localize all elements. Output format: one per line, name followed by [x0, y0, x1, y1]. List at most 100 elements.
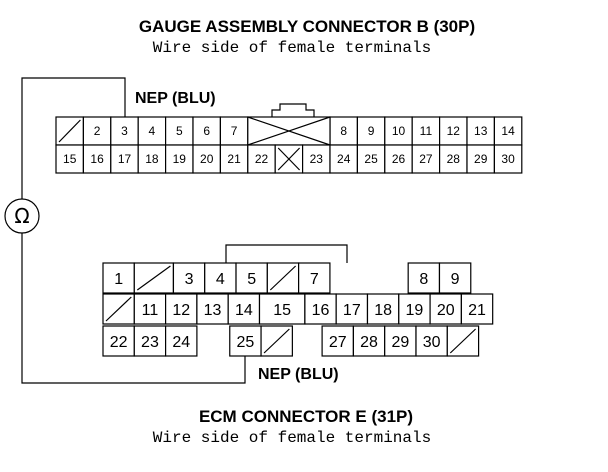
connector-b-cavity	[411, 144, 441, 174]
connector-e-cavity	[415, 325, 448, 357]
connector-e-title: ECM CONNECTOR E (31P)	[199, 407, 413, 426]
pin-number: 14	[501, 124, 515, 138]
pin-number: 13	[204, 302, 222, 319]
connector-b-cavity	[384, 144, 413, 174]
pin-number: 4	[216, 271, 225, 288]
connector-e-cavity	[165, 325, 198, 357]
pin-number: 7	[231, 124, 238, 138]
pin-number: 29	[391, 334, 409, 351]
pin-number: 29	[474, 152, 488, 166]
pin-number: 9	[368, 124, 375, 138]
upper-probe-wire	[21, 77, 126, 199]
connector-e-cavity	[196, 293, 229, 325]
connector-e-cavity	[429, 293, 462, 325]
pin-number: 15	[63, 152, 77, 166]
connector-e-cavity	[102, 325, 135, 357]
pin-number: 16	[90, 152, 104, 166]
pin-number: 11	[420, 124, 433, 138]
pin-number: 12	[172, 302, 190, 319]
pin-number: 1	[114, 271, 123, 288]
pin-number: 13	[474, 124, 488, 138]
connector-b-cavity	[110, 144, 139, 174]
connector-b-title: GAUGE ASSEMBLY CONNECTOR B (30P)	[139, 17, 475, 36]
pin-number: 26	[392, 152, 406, 166]
pin-number: 17	[118, 152, 132, 166]
pin-number: 11	[142, 302, 159, 319]
connector-e-cavity	[204, 262, 237, 294]
pin-number: 22	[110, 334, 128, 351]
connector-e-subtitle: Wire side of female terminals	[153, 429, 431, 447]
connector-e-cavity	[321, 325, 355, 357]
pin-number: 14	[235, 302, 253, 319]
connector-e-cavity	[235, 262, 268, 294]
empty-cavity-mark	[263, 328, 290, 354]
connector-e-cavity	[298, 262, 331, 294]
pin-number: 18	[145, 152, 159, 166]
connector-b-cavity	[439, 116, 468, 146]
pin-number: 28	[360, 334, 378, 351]
pin-number: 25	[237, 334, 255, 351]
pin-number: 15	[273, 302, 291, 319]
empty-cavity-mark	[136, 265, 171, 291]
connector-b-cavity	[329, 144, 358, 174]
connector-b-cavity	[137, 144, 167, 174]
connector-b-cavity	[192, 116, 221, 146]
pin-number: 20	[200, 152, 214, 166]
connector-b-cavity	[219, 144, 249, 174]
connector-b-cavity	[466, 116, 495, 146]
pin-number: 20	[437, 302, 455, 319]
connector-e-cavity	[438, 262, 472, 294]
pin-number: 28	[447, 152, 461, 166]
pin-number: 23	[310, 152, 324, 166]
empty-cavity-mark	[269, 265, 297, 291]
pin-number: 21	[227, 152, 241, 166]
pin-number: 18	[374, 302, 392, 319]
pin-number: 17	[343, 302, 361, 319]
pin-number: 6	[203, 124, 210, 138]
pin-number: 4	[149, 124, 156, 138]
connector-b-subtitle: Wire side of female terminals	[153, 39, 431, 57]
ohm-symbol: Ω	[14, 204, 29, 228]
connector-e-cavity	[304, 293, 337, 325]
connector-e-cavity	[460, 293, 494, 325]
connector-b-cavity	[493, 144, 523, 174]
lower-probe-wire	[21, 233, 246, 384]
connector-b-lock-tab	[271, 103, 315, 117]
pin-number: 30	[423, 334, 441, 351]
pin-number: 5	[247, 271, 256, 288]
pin-number: 3	[185, 271, 194, 288]
pin-number: 8	[419, 271, 428, 288]
connector-e-probe-label: NEP (BLU)	[258, 366, 339, 383]
connector-b-cavity	[55, 144, 84, 174]
pin-number: 5	[176, 124, 183, 138]
pin-number: 19	[173, 152, 187, 166]
pin-number: 25	[364, 152, 378, 166]
connector-b-probe-label: NEP (BLU)	[135, 90, 216, 107]
pin-number: 3	[121, 124, 128, 138]
pin-number: 23	[141, 334, 159, 351]
pin-number: 12	[447, 124, 461, 138]
pin-number: 27	[329, 334, 347, 351]
connector-b-cavity	[356, 144, 386, 174]
connector-b-cavity	[165, 116, 194, 146]
connector-b-cavity	[82, 144, 112, 174]
connector-e-cavity	[102, 262, 135, 294]
pin-number: 16	[312, 302, 330, 319]
blocked-cavity-mark	[277, 147, 301, 171]
ohmmeter-icon: Ω	[4, 198, 40, 234]
pin-number: 7	[310, 271, 319, 288]
connector-e-cavity	[165, 293, 198, 325]
pin-number: 21	[468, 302, 486, 319]
connector-e-cavity	[227, 293, 261, 325]
connector-e-cavity	[229, 325, 262, 357]
connector-e-cavity	[398, 293, 431, 325]
connector-e-cavity	[352, 325, 386, 357]
empty-cavity-mark	[449, 328, 477, 354]
pin-number: 27	[419, 152, 433, 166]
connector-b-cavity	[247, 144, 276, 174]
pin-number: 8	[340, 124, 347, 138]
connector-b-cavity	[329, 116, 358, 146]
pin-number: 19	[406, 302, 424, 319]
